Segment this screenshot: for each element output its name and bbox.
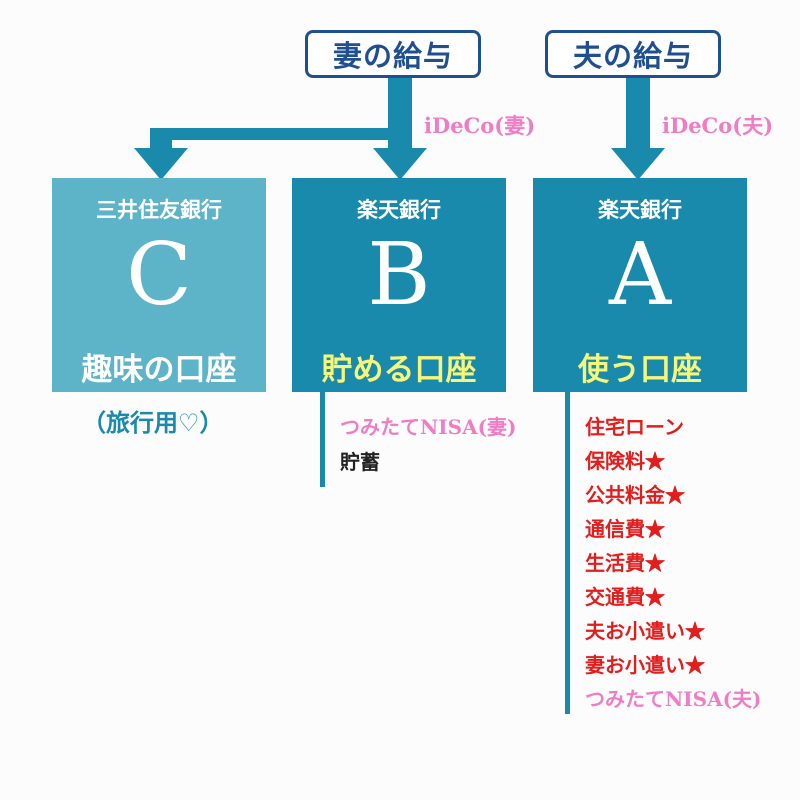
account-b-letter: B [367, 225, 431, 325]
account-a-item: つみたてNISA(夫) [585, 687, 762, 711]
account-b-item: 貯蓄 [340, 450, 380, 474]
account-c-note: （旅行用♡） [82, 408, 224, 437]
wife-salary-label: 妻の給与 [332, 39, 453, 73]
husband-salary-arrow-stem [626, 78, 650, 150]
account-c-purpose: 趣味の口座 [81, 352, 237, 388]
account-a-item: 保険料★ [585, 449, 665, 473]
ideco-wife-label: iDeCo(妻) [424, 113, 536, 138]
husband-salary-box: 夫の給与 [545, 30, 721, 78]
account-b-purpose: 貯める口座 [321, 352, 477, 388]
account-a-purpose: 使う口座 [578, 352, 702, 388]
account-a-box: 楽天銀行 A 使う口座 [533, 178, 747, 392]
branch-arrow-horizontal [150, 128, 412, 140]
account-a-item: 妻お小遣い★ [585, 653, 705, 677]
husband-salary-label: 夫の給与 [572, 39, 693, 73]
husband-salary-arrow-head [611, 148, 665, 180]
account-b-bank-name: 楽天銀行 [357, 197, 441, 222]
account-a-item: 通信費★ [585, 517, 665, 541]
account-a-item: 生活費★ [585, 551, 665, 575]
account-a-item: 交通費★ [585, 585, 665, 609]
account-c-letter: C [126, 225, 192, 325]
wife-salary-box: 妻の給与 [305, 30, 481, 78]
account-c-bank-name: 三井住友銀行 [96, 197, 222, 222]
branch-arrow-head [134, 148, 188, 180]
account-b-list-line [320, 392, 325, 487]
account-c-box: 三井住友銀行 C 趣味の口座 [52, 178, 266, 392]
account-a-letter: A [608, 225, 672, 325]
ideco-husband-label: iDeCo(夫) [662, 113, 774, 138]
branch-arrow-stem [150, 128, 172, 150]
wife-salary-arrow-head [373, 148, 427, 180]
account-b-box: 楽天銀行 B 貯める口座 [292, 178, 506, 392]
account-b-item: つみたてNISA(妻) [340, 415, 517, 439]
account-a-item: 夫お小遣い★ [585, 619, 705, 643]
account-a-bank-name: 楽天銀行 [598, 197, 682, 222]
account-a-list-line [565, 392, 570, 714]
account-a-item: 公共料金★ [585, 483, 685, 507]
account-a-item: 住宅ローン [585, 415, 684, 439]
